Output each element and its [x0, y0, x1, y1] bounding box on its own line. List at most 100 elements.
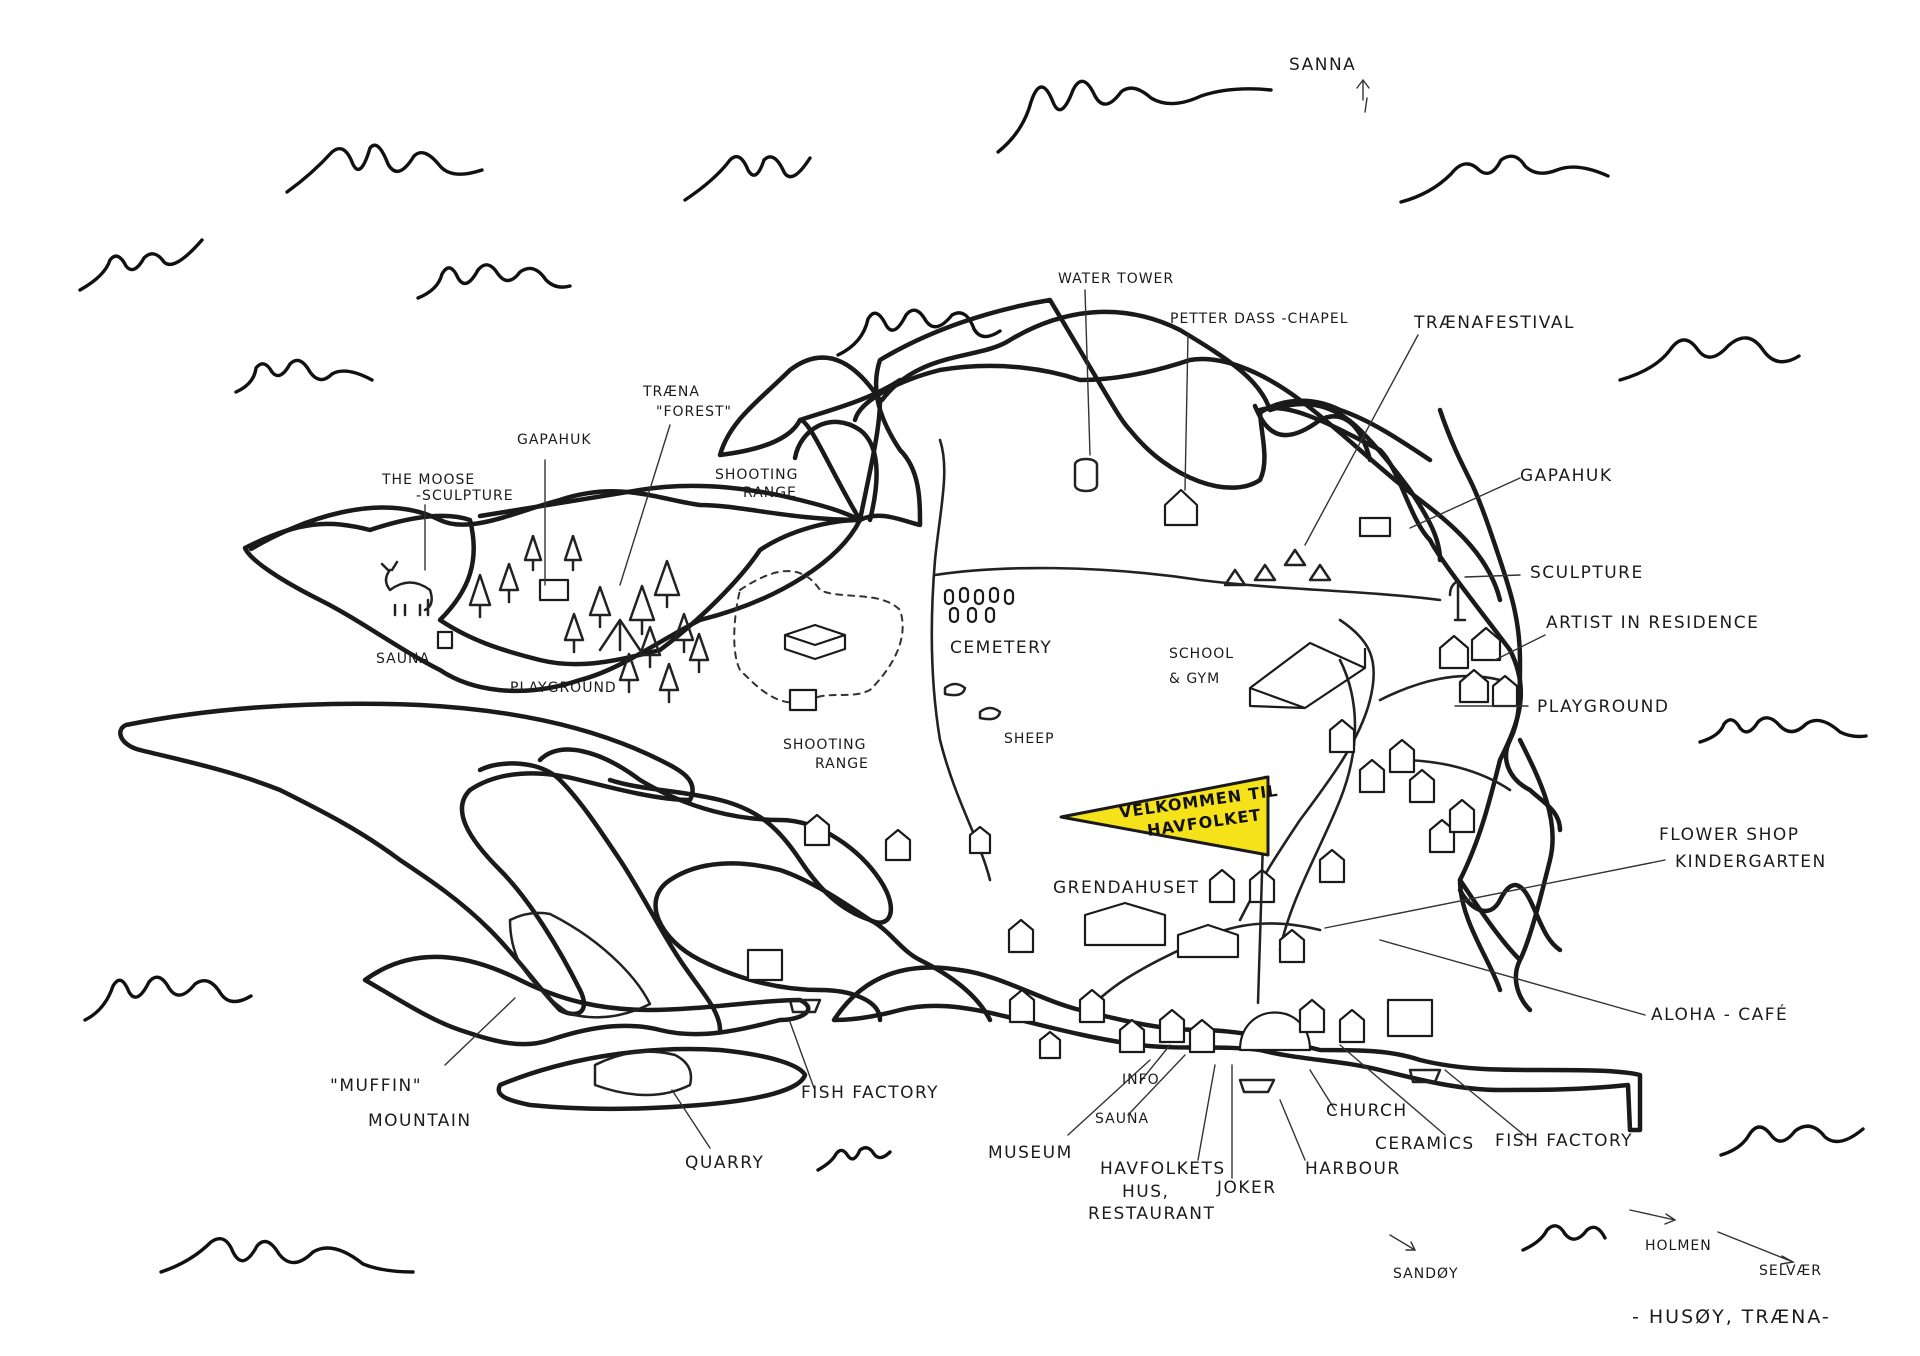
tree — [628, 584, 656, 636]
tree — [563, 534, 583, 572]
label-selvaer: SELVÆR — [1759, 1263, 1822, 1279]
leader-line — [1339, 1044, 1446, 1136]
forest — [468, 534, 710, 704]
moose-icon — [380, 560, 433, 617]
tree — [523, 534, 543, 572]
house-icon — [1078, 988, 1106, 1024]
label-kindergarten: KINDERGARTEN — [1675, 852, 1827, 872]
fish-factory-west-icon — [746, 948, 784, 982]
label-traena-forest-line1: TRÆNA — [642, 384, 700, 400]
label-church: CHURCH — [1326, 1101, 1408, 1121]
wave — [836, 308, 1002, 357]
label-sheep: SHEEP — [1004, 731, 1055, 747]
tree — [618, 652, 640, 694]
road — [930, 438, 992, 882]
label-gapahuk-west: GAPAHUK — [517, 432, 592, 448]
leader-line — [444, 997, 516, 1066]
road — [1238, 618, 1375, 922]
label-joker: JOKER — [1216, 1178, 1277, 1198]
tree — [588, 585, 612, 629]
label-shooting-range-bottom-line2: RANGE — [815, 756, 869, 772]
wave — [816, 1146, 892, 1172]
sea-waves — [78, 79, 1868, 1274]
house-icon — [1470, 626, 1502, 662]
flag-pennant — [1059, 775, 1270, 857]
house-icon — [884, 828, 912, 862]
leader-line — [1184, 334, 1189, 491]
wave — [416, 263, 572, 300]
label-havfolkets-line1: HAVFOLKETS — [1100, 1159, 1226, 1179]
label-shooting-range-top-line1: SHOOTING — [715, 467, 798, 483]
middle-west-peninsula — [537, 747, 893, 1023]
chapel-icon — [1163, 488, 1199, 527]
label-havfolkets-line2: HUS, — [1122, 1182, 1169, 1202]
church-dome-icon — [1238, 1011, 1312, 1052]
wave — [234, 358, 374, 394]
road — [933, 566, 1442, 602]
quarry-rubble — [593, 1050, 693, 1097]
north-hill-coast — [797, 377, 903, 423]
tree — [498, 562, 520, 604]
label-moose-sculpture-line1: THE MOOSE — [381, 472, 475, 488]
tree — [688, 632, 710, 674]
gravestone-icon — [958, 586, 970, 604]
tree — [468, 573, 492, 619]
gravestone-icon — [948, 606, 960, 624]
tree — [658, 662, 680, 704]
label-museum: MUSEUM — [988, 1143, 1073, 1163]
label-fish-factory-east: FISH FACTORY — [1495, 1131, 1633, 1151]
label-sanna: SANNA — [1289, 55, 1356, 75]
leader-line — [1067, 1059, 1151, 1136]
south-west-arm — [477, 761, 723, 1033]
shooting-range-boundary — [733, 570, 904, 704]
water-tower-icon — [1073, 457, 1099, 493]
house-icon — [803, 813, 831, 847]
label-grendahuset: GRENDAHUSET — [1053, 878, 1200, 898]
house-icon — [1458, 668, 1490, 704]
label-school-gym-line2: & GYM — [1169, 671, 1220, 687]
houses — [803, 626, 1519, 1060]
house-icon — [1118, 1018, 1146, 1054]
playground-icon — [598, 618, 642, 652]
map-caption: - HUSØY, TRÆNA- — [1632, 1306, 1831, 1328]
wave — [1399, 154, 1610, 204]
leader-line — [1304, 334, 1419, 546]
leader-line — [1309, 1069, 1336, 1111]
selvaer-arrow-icon — [1717, 1231, 1796, 1265]
label-quarry: QUARRY — [685, 1153, 764, 1173]
long-west-peninsula — [118, 701, 695, 1017]
label-traenafestival: TRÆNAFESTIVAL — [1413, 313, 1575, 333]
muffin-mountain-rock — [508, 911, 652, 1019]
house-icon — [1448, 798, 1476, 834]
main-island-coast — [248, 297, 1524, 993]
leader-line — [789, 1021, 815, 1089]
house-icon — [968, 825, 992, 855]
shooting-range-shed-icon — [783, 623, 847, 661]
leader-line — [1139, 1044, 1171, 1083]
label-cemetery: CEMETERY — [950, 638, 1052, 658]
house-icon — [1278, 928, 1306, 964]
sandoy-arrow-icon — [1389, 1234, 1417, 1251]
label-shooting-range-bottom-line1: SHOOTING — [783, 737, 866, 753]
gravestone-icon — [1003, 588, 1015, 606]
house-icon — [1007, 918, 1035, 954]
wave — [996, 79, 1273, 154]
wave — [1698, 716, 1868, 744]
house-icon — [1298, 998, 1326, 1034]
wave — [1719, 1124, 1865, 1157]
leader-line — [671, 1089, 711, 1149]
label-petter-dass-chapel: PETTER DASS -CHAPEL — [1170, 311, 1349, 327]
road — [1278, 658, 1357, 952]
label-sculpture: SCULPTURE — [1530, 563, 1644, 583]
labels: SANNA WATER TOWER PETTER DASS -CHAPEL TR… — [330, 55, 1831, 1328]
shooting-range-hut-icon — [788, 688, 818, 712]
north-east-shore — [1267, 401, 1443, 563]
house-icon — [1008, 988, 1036, 1024]
sheep-icon — [943, 682, 1002, 721]
house-icon — [1328, 718, 1356, 754]
wave — [1618, 336, 1801, 382]
label-harbour: HARBOUR — [1305, 1159, 1401, 1179]
leader-line — [1197, 1064, 1216, 1161]
house-icon — [1491, 674, 1519, 708]
tree — [673, 612, 695, 654]
